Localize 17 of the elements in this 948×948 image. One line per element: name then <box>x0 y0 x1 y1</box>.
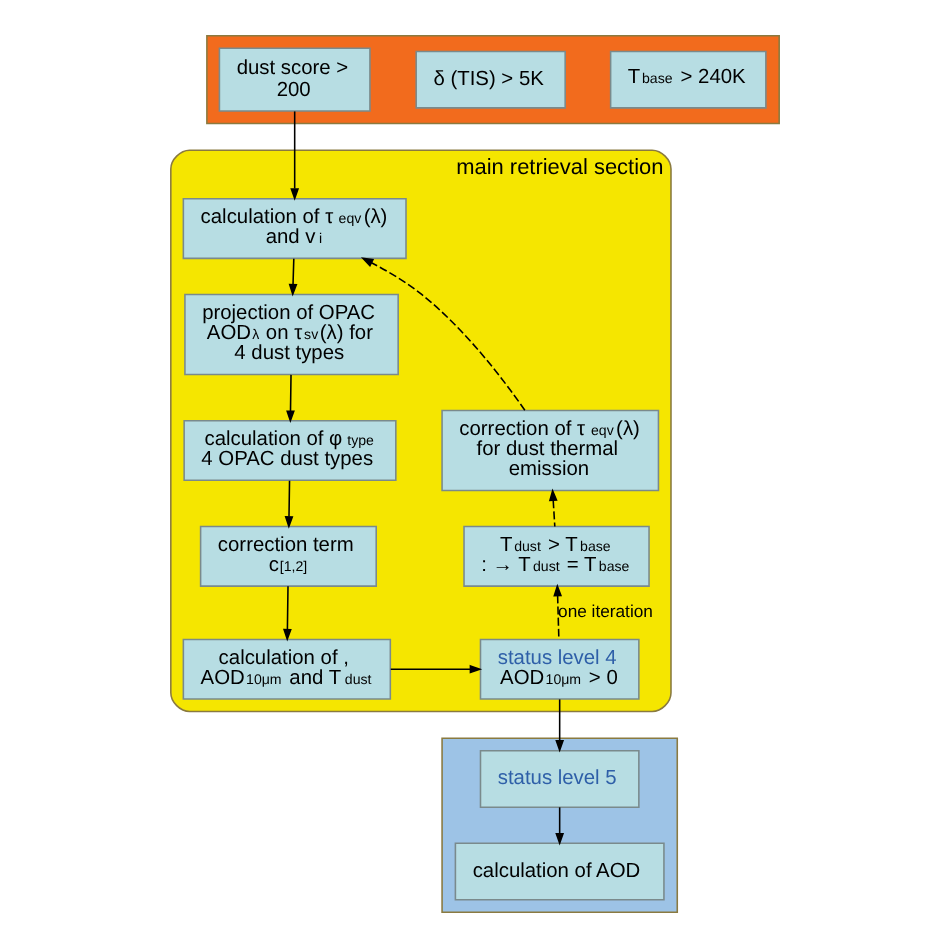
arrow <box>547 488 557 528</box>
node-box: calculation of AOD <box>453 842 664 901</box>
arrow <box>554 806 564 846</box>
cluster <box>205 34 779 125</box>
arrow <box>287 258 297 297</box>
arrow <box>359 257 525 411</box>
edge-label: one iteration <box>557 601 652 622</box>
arrow <box>554 698 564 753</box>
arrow <box>289 110 299 201</box>
arrow <box>552 583 562 640</box>
node-box: dust score > 200 <box>217 47 370 112</box>
arrow <box>283 479 293 529</box>
arrow <box>282 585 291 642</box>
node-box: δ (TIS) > 5K <box>414 50 565 109</box>
node-box: status level 5 <box>478 749 639 808</box>
arrow <box>388 664 482 674</box>
arrow <box>285 374 294 424</box>
